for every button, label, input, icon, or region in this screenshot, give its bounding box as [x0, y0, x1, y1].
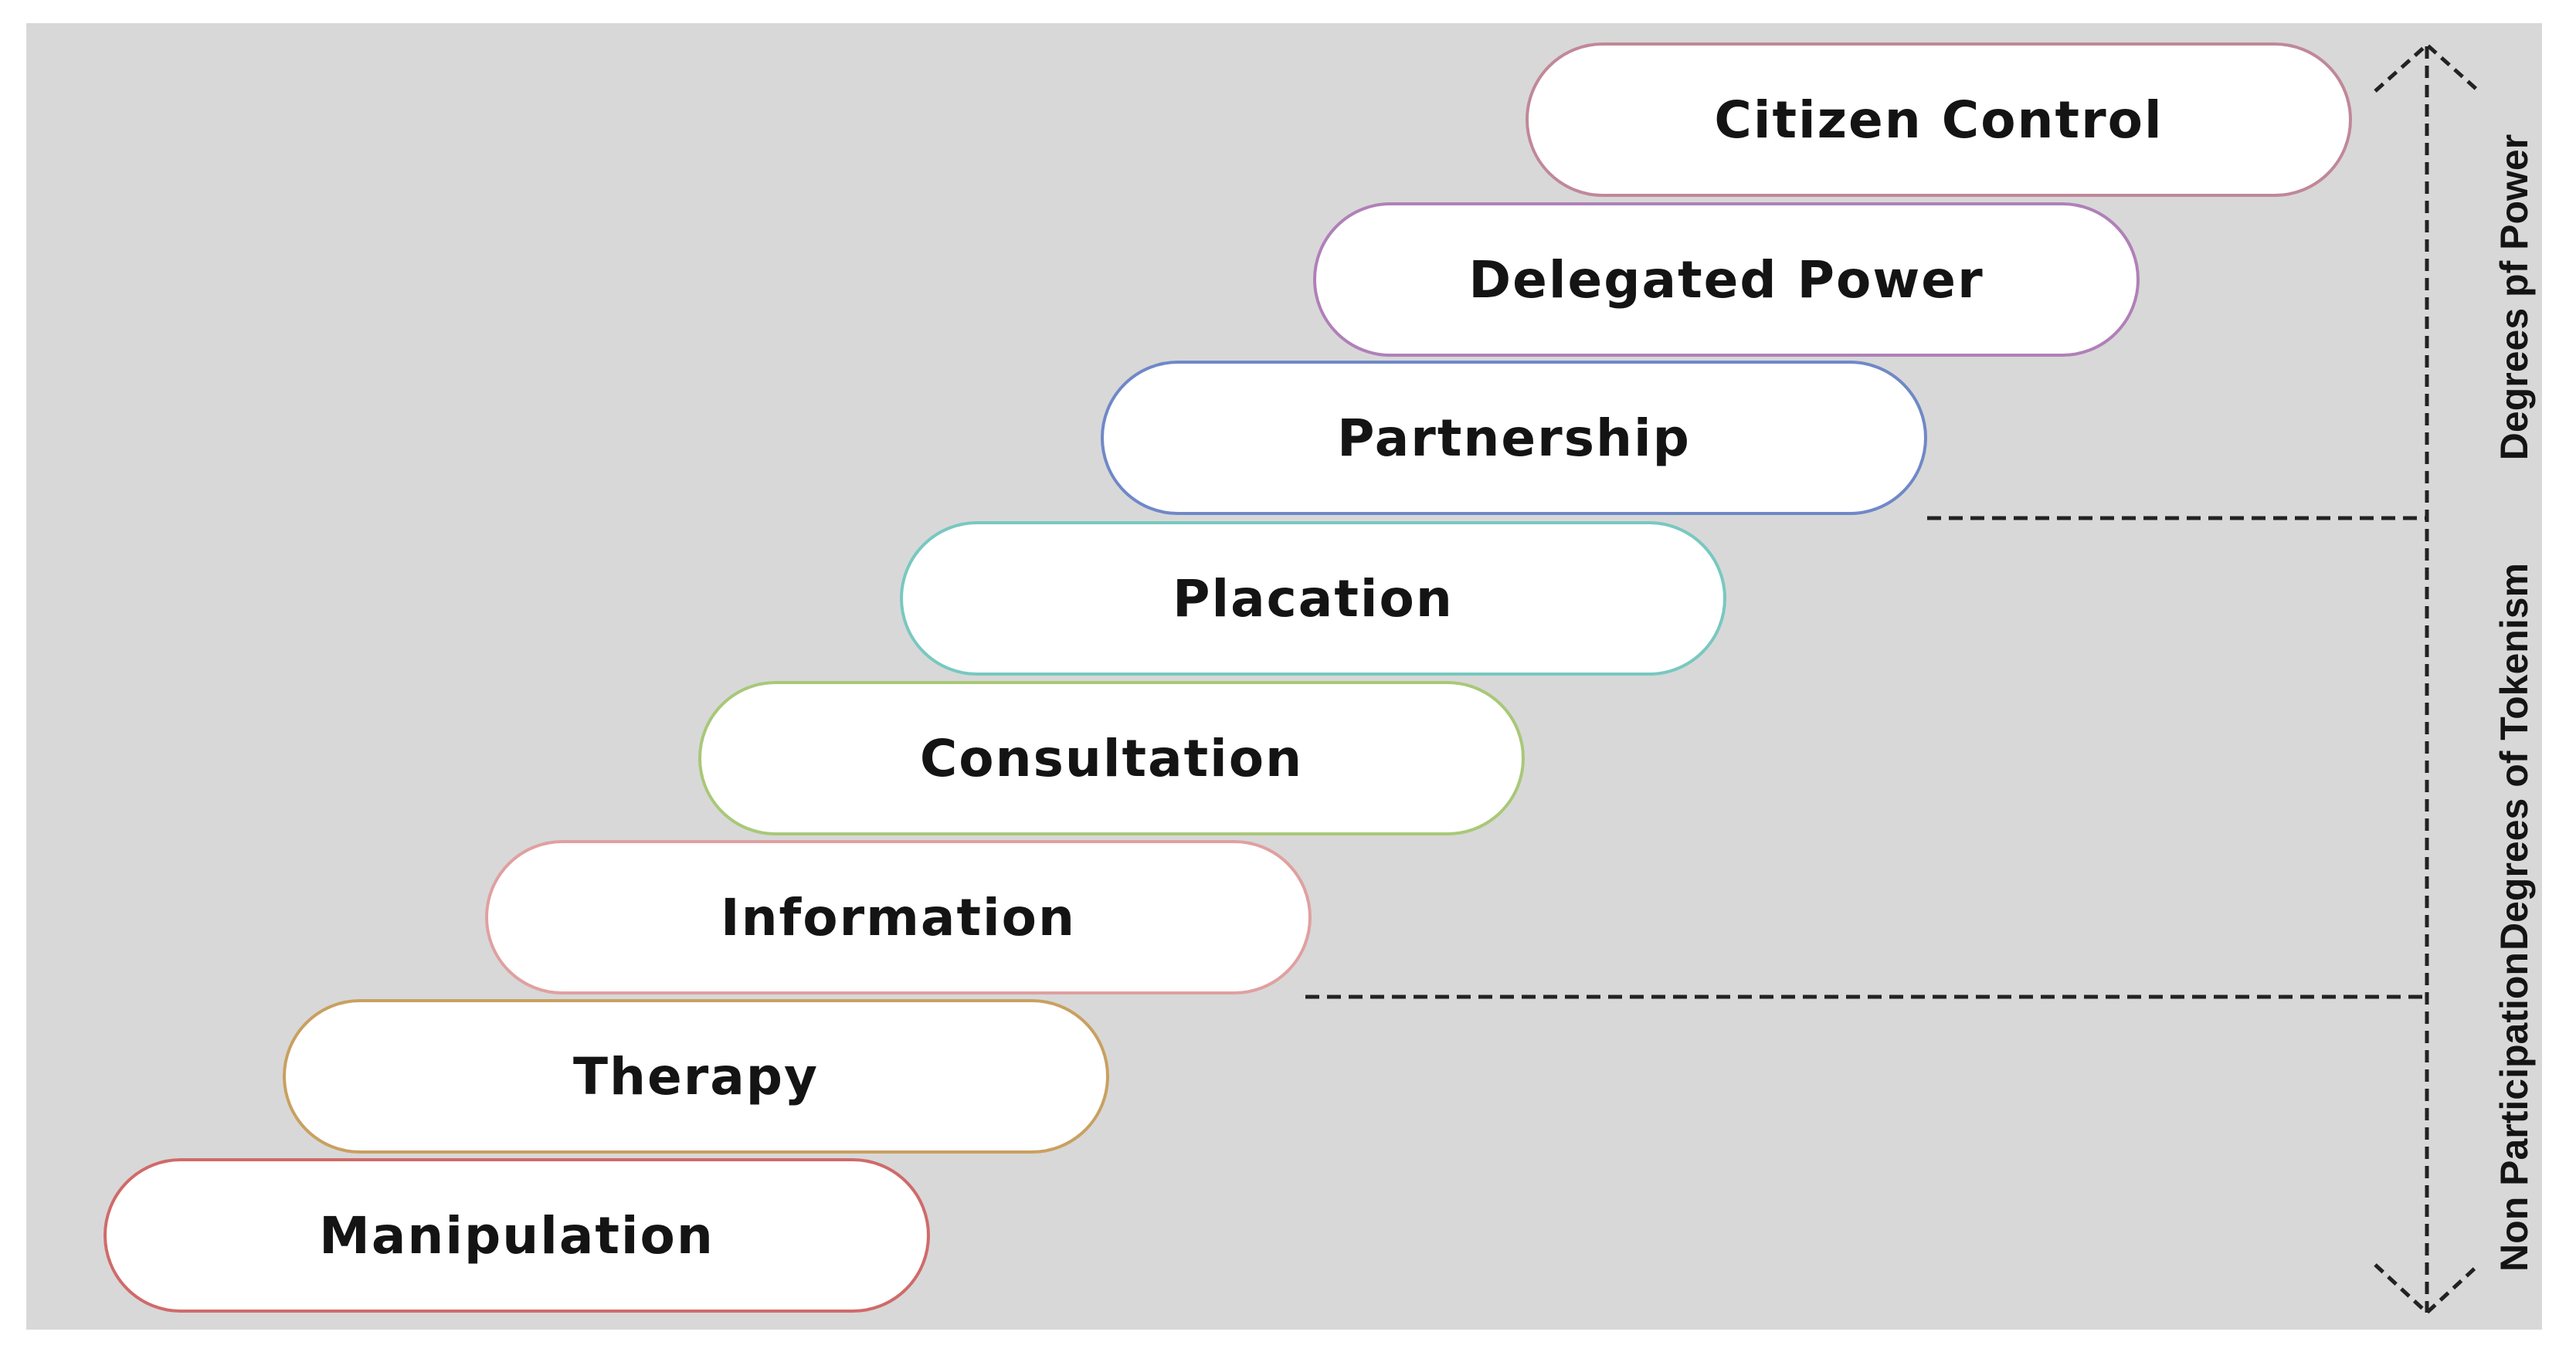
- rung-label: Manipulation: [319, 1205, 714, 1266]
- rung-manipulation: Manipulation: [104, 1158, 930, 1313]
- rung-label: Information: [721, 887, 1076, 947]
- rung-partnership: Partnership: [1101, 361, 1927, 515]
- axis-label-text: Non Participation: [2493, 952, 2536, 1272]
- axis-label-text: Degrees pf Power: [2493, 134, 2536, 461]
- rung-label: Consultation: [919, 728, 1304, 788]
- axis-label-text: Degrees of Tokenism: [2493, 562, 2536, 951]
- rung-citizen-control: Citizen Control: [1526, 42, 2352, 197]
- rung-label: Partnership: [1337, 408, 1691, 468]
- rung-label: Delegated Power: [1468, 249, 1984, 310]
- rung-placation: Placation: [900, 521, 1726, 676]
- rung-information: Information: [485, 840, 1312, 995]
- rung-consultation: Consultation: [698, 681, 1525, 835]
- rung-label: Therapy: [572, 1046, 820, 1106]
- rung-therapy: Therapy: [283, 999, 1109, 1154]
- rung-label: Placation: [1173, 568, 1454, 629]
- rung-label: Citizen Control: [1714, 90, 2164, 150]
- rung-delegated-power: Delegated Power: [1313, 202, 2140, 357]
